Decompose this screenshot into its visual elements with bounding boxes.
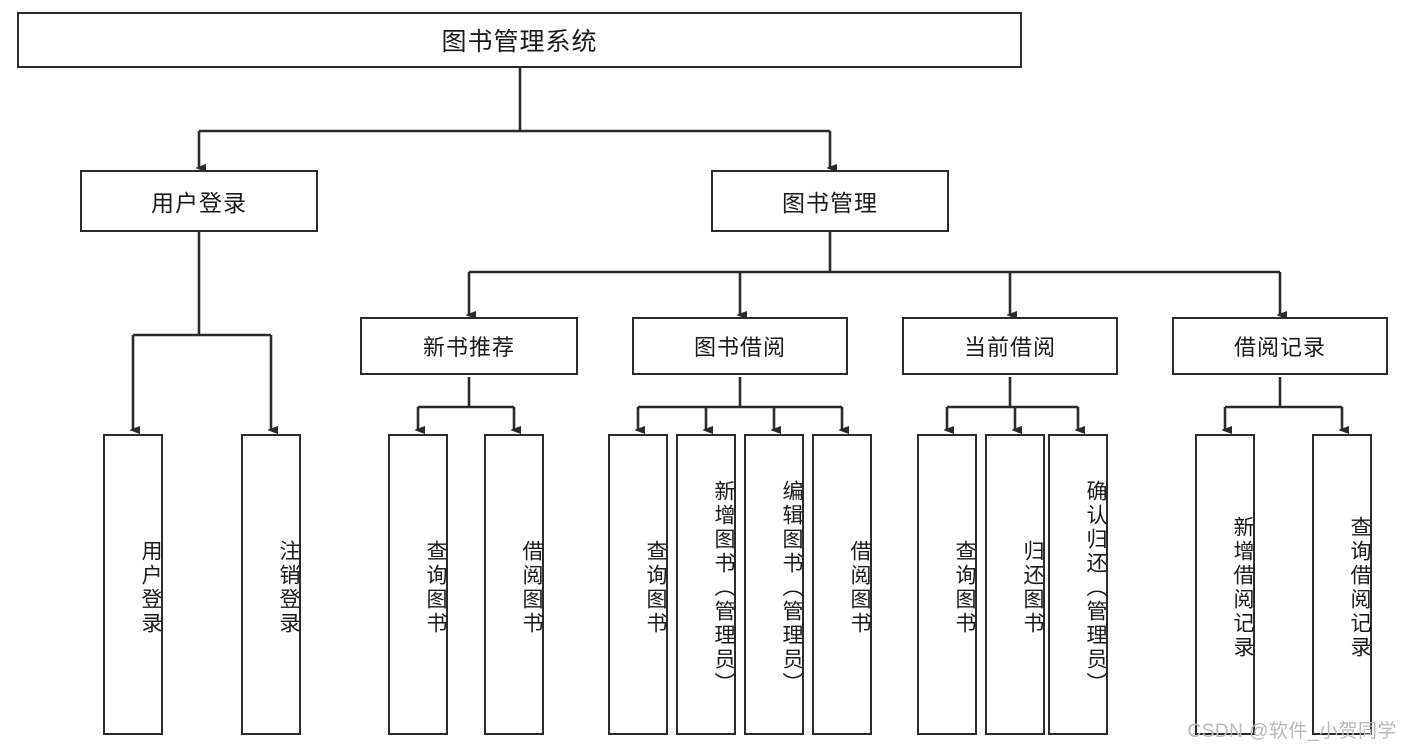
- node-leaf-query-book-1[interactable]: 查询图书: [388, 434, 448, 735]
- node-borrow-record-label: 借阅记录: [1233, 335, 1326, 360]
- node-leaf-query-book-3-label: 查询图书: [953, 539, 976, 636]
- node-leaf-return-book[interactable]: 归还图书: [985, 434, 1045, 735]
- node-new-book-recommend-label: 新书推荐: [422, 335, 515, 360]
- node-root-label: 图书管理系统: [441, 28, 598, 56]
- node-leaf-query-book-1-label: 查询图书: [424, 539, 447, 636]
- node-root[interactable]: 图书管理系统: [17, 12, 1022, 68]
- node-borrow-record[interactable]: 借阅记录: [1172, 317, 1388, 375]
- node-leaf-add-book[interactable]: 新增图书（管理员）: [676, 434, 736, 735]
- node-leaf-add-record-label: 新增借阅记录: [1231, 515, 1254, 660]
- node-book-management-label: 图书管理: [782, 190, 878, 216]
- node-leaf-edit-book[interactable]: 编辑图书（管理员）: [744, 434, 804, 735]
- node-leaf-confirm-return[interactable]: 确认归还（管理员）: [1048, 434, 1108, 735]
- node-leaf-user-login-label: 用户登录: [139, 539, 162, 636]
- node-leaf-query-record-label: 查询借阅记录: [1348, 515, 1371, 660]
- node-leaf-return-book-label: 归还图书: [1021, 539, 1044, 636]
- node-new-book-recommend[interactable]: 新书推荐: [360, 317, 578, 375]
- node-leaf-add-record[interactable]: 新增借阅记录: [1195, 434, 1255, 735]
- node-leaf-query-book-2-label: 查询图书: [644, 539, 667, 636]
- node-leaf-borrow-book-1[interactable]: 借阅图书: [484, 434, 544, 735]
- node-leaf-borrow-book-1-label: 借阅图书: [520, 539, 543, 636]
- node-leaf-user-logout[interactable]: 注销登录: [241, 434, 301, 735]
- node-book-management[interactable]: 图书管理: [711, 170, 949, 232]
- node-leaf-borrow-book-2-label: 借阅图书: [848, 539, 871, 636]
- node-leaf-query-record[interactable]: 查询借阅记录: [1312, 434, 1372, 735]
- node-leaf-borrow-book-2[interactable]: 借阅图书: [812, 434, 872, 735]
- node-leaf-user-login[interactable]: 用户登录: [103, 434, 163, 735]
- node-leaf-query-book-2[interactable]: 查询图书: [608, 434, 668, 735]
- node-current-borrow-label: 当前借阅: [963, 335, 1056, 360]
- node-book-borrow-label: 图书借阅: [693, 335, 786, 360]
- node-book-borrow[interactable]: 图书借阅: [632, 317, 848, 375]
- node-user-login[interactable]: 用户登录: [80, 170, 318, 232]
- node-leaf-add-book-label: 新增图书（管理员）: [712, 479, 735, 696]
- node-leaf-user-logout-label: 注销登录: [277, 539, 300, 636]
- node-leaf-confirm-return-label: 确认归还（管理员）: [1084, 479, 1107, 696]
- csdn-watermark: CSDN @软件_小贺同学: [1187, 721, 1397, 742]
- node-leaf-edit-book-label: 编辑图书（管理员）: [780, 479, 803, 696]
- node-user-login-label: 用户登录: [151, 190, 247, 216]
- node-current-borrow[interactable]: 当前借阅: [902, 317, 1118, 375]
- node-leaf-query-book-3[interactable]: 查询图书: [917, 434, 977, 735]
